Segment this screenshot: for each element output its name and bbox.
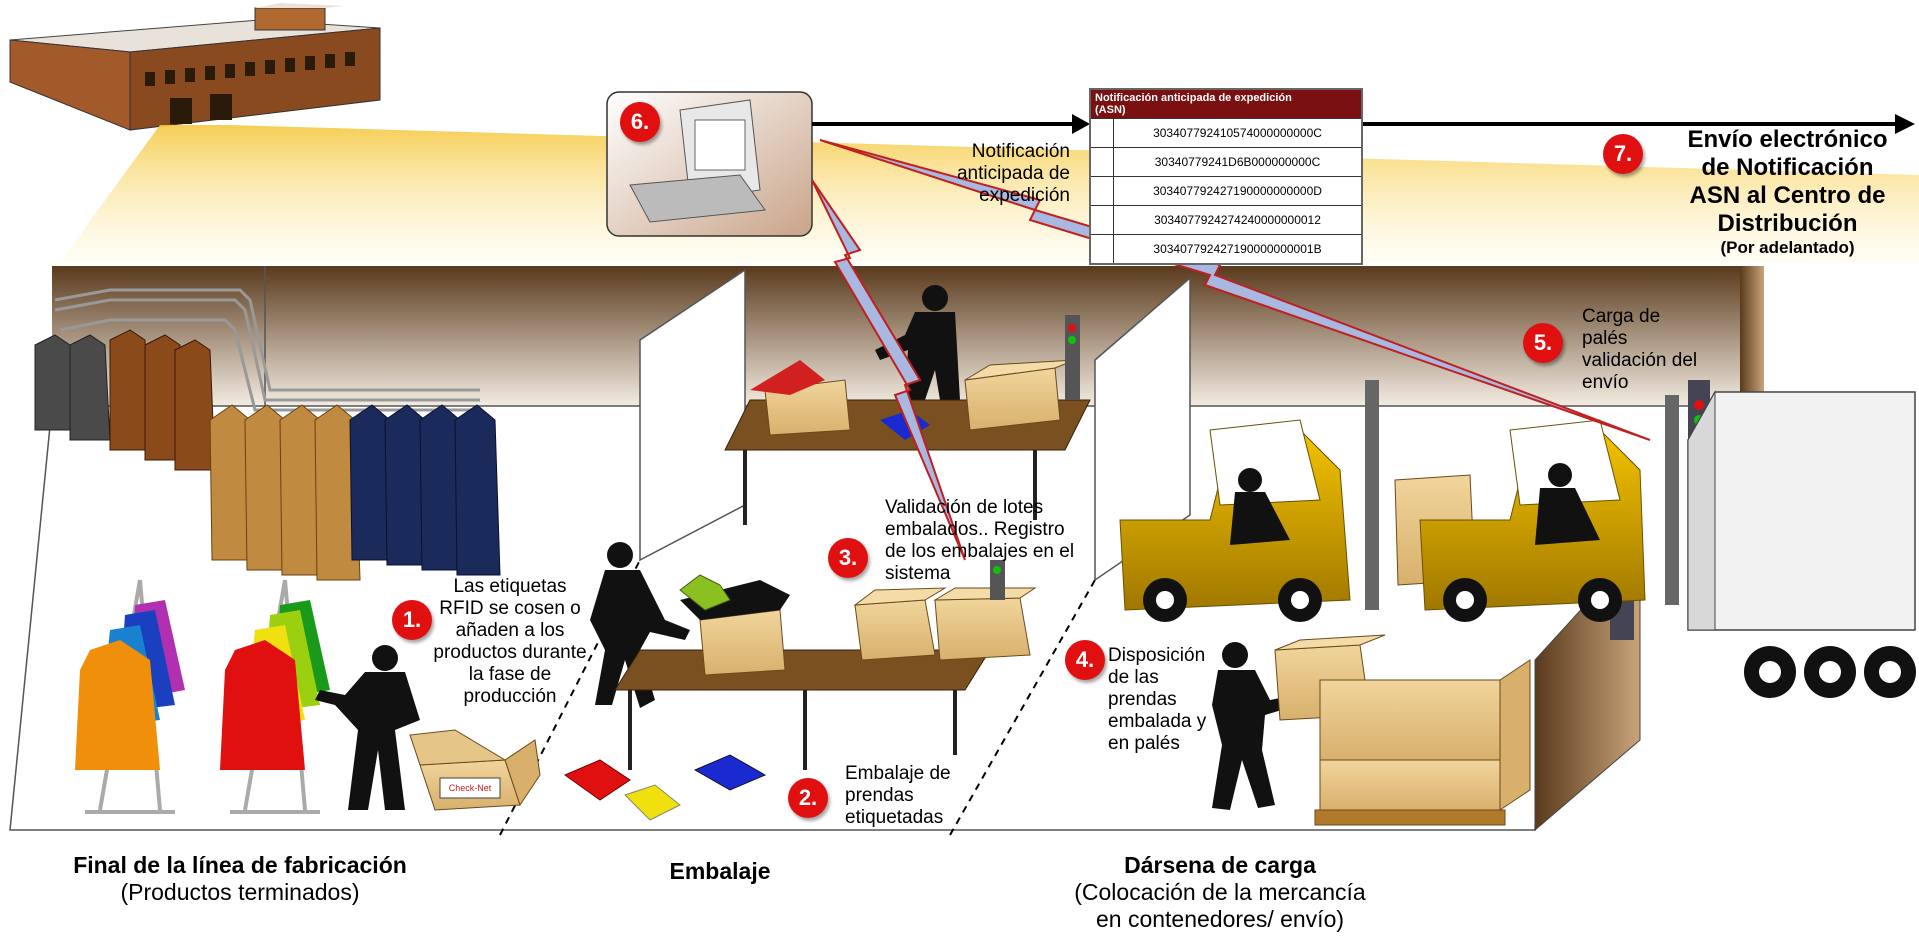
- step-1-line: la fase de: [468, 664, 552, 685]
- asn-code: 303407792427190000000000D: [1153, 184, 1322, 198]
- step-3-text: Validación de lotes embalados.. Registro…: [885, 497, 1115, 585]
- box-logo: Check-Net: [449, 783, 492, 793]
- step-2-line: Embalaje de: [845, 763, 951, 784]
- packing-table-upper: [724, 359, 1091, 525]
- zone-fabricacion-sub: (Productos terminados): [120, 879, 360, 905]
- step-badge-6: 6.: [620, 102, 660, 142]
- zone-darsena-title: Dársena de carga: [1124, 852, 1316, 878]
- step-7-text: Envío electrónico de Notificación ASN al…: [1660, 126, 1915, 258]
- step-1-line: RFID se cosen o: [439, 598, 581, 619]
- dress-rack-left: [75, 579, 185, 814]
- step-7-line: Distribución: [1717, 210, 1858, 237]
- tag-box: Check-Net: [409, 729, 541, 811]
- asn-code: 3034077924274240000000012: [1154, 213, 1321, 227]
- step-1-line: añaden a los: [455, 620, 565, 641]
- step-4-line: en palés: [1108, 733, 1180, 754]
- step-1-line: producción: [463, 686, 557, 707]
- garment-rail: [54, 288, 480, 412]
- step-3-line: Validación de lotes: [885, 497, 1044, 518]
- step-badge-4: 4.: [1065, 640, 1105, 680]
- step-3-line: embalados.. Registro: [885, 519, 1065, 540]
- jackets-group: [34, 329, 501, 581]
- asn-label-line: Notificación: [971, 141, 1070, 162]
- step-2-line: prendas: [845, 785, 914, 806]
- asn-label-line: anticipada de: [956, 163, 1070, 184]
- factory-icon: [9, 3, 381, 131]
- truck-icon: [1687, 390, 1916, 698]
- step-7-line: ASN al Centro de: [1689, 182, 1886, 209]
- step-4-line: de las: [1108, 667, 1159, 688]
- table-row: 30340779241D6B000000000C: [1091, 147, 1361, 176]
- asn-code: 303407792410574000000000C: [1153, 126, 1322, 140]
- step-3-line: sistema: [885, 563, 951, 584]
- zone-fabricacion-title: Final de la línea de fabricación: [73, 852, 407, 878]
- step-badge-1: 1.: [392, 600, 432, 640]
- data-arrows: [812, 114, 1915, 134]
- table-row: 3034077924274240000000012: [1091, 205, 1361, 234]
- asn-header-line-2: (ASN): [1095, 104, 1126, 116]
- step-1-line: productos durante: [433, 642, 587, 663]
- table-row: 303407792427190000000000D: [1091, 176, 1361, 205]
- asn-code: 303407792427190000000001B: [1153, 242, 1322, 256]
- worker-silhouettes: [315, 285, 1298, 810]
- step-7-line: Envío electrónico: [1687, 126, 1888, 153]
- forklift-left: [1119, 380, 1379, 622]
- asn-label: Notificación anticipada de expedición: [900, 141, 1070, 207]
- step-5-line: validación del: [1582, 350, 1698, 371]
- partition-right: [1094, 276, 1191, 582]
- step-5-line: palés: [1582, 328, 1628, 349]
- zone-darsena-sub: (Colocación de la mercancía: [1074, 879, 1366, 905]
- asn-code: 30340779241D6B000000000C: [1154, 155, 1321, 169]
- pallet-stack: [1274, 634, 1531, 826]
- step-1-line: Las etiquetas: [453, 576, 567, 597]
- zone-darsena-caption: Dársena de carga (Colocación de la merca…: [1040, 852, 1400, 933]
- asn-label-line: expedición: [979, 185, 1070, 206]
- step-4-line: Disposición: [1108, 645, 1206, 666]
- forklift-right: [1419, 395, 1679, 622]
- asn-table: Notificación anticipada de expedición (A…: [1089, 88, 1363, 265]
- step-4-line: prendas: [1108, 689, 1177, 710]
- step-5-line: envío: [1582, 372, 1629, 393]
- step-7-sub: (Por adelantado): [1720, 238, 1855, 257]
- step-badge-7: 7.: [1603, 134, 1643, 174]
- step-2-line: etiquetadas: [845, 807, 944, 828]
- zone-fabricacion-caption: Final de la línea de fabricación (Produc…: [20, 852, 460, 906]
- step-4-line: embalada y: [1108, 711, 1207, 732]
- zone-darsena-sub: en contenedores/ envío): [1095, 906, 1345, 932]
- step-badge-3: 3.: [828, 538, 868, 578]
- rfid-signal-bolts: [811, 139, 1651, 561]
- zone-embalaje-title: Embalaje: [669, 858, 771, 884]
- step-badge-5: 5.: [1523, 323, 1563, 363]
- step-7-line: de Notificación: [1701, 154, 1874, 181]
- loose-garments: [563, 754, 767, 821]
- table-row: 303407792410574000000000C: [1091, 118, 1361, 147]
- dress-rack-right: [220, 579, 330, 814]
- asn-header-line-1: Notificación anticipada de expedición: [1095, 92, 1292, 104]
- step-4-text: Disposición de las prendas embalada y en…: [1108, 645, 1238, 755]
- step-5-text: Carga de palés validación del envío: [1582, 306, 1732, 394]
- step-5-line: Carga de: [1582, 306, 1661, 327]
- asn-table-header: Notificación anticipada de expedición (A…: [1091, 90, 1361, 118]
- step-1-text: Las etiquetas RFID se cosen o añaden a l…: [420, 576, 600, 708]
- step-2-text: Embalaje de prendas etiquetadas: [845, 763, 995, 829]
- step-badge-2: 2.: [788, 778, 828, 818]
- packing-table-lower: [614, 574, 1037, 770]
- step-3-line: de los embalajes en el: [885, 541, 1075, 562]
- table-row: 303407792427190000000001B: [1091, 234, 1361, 263]
